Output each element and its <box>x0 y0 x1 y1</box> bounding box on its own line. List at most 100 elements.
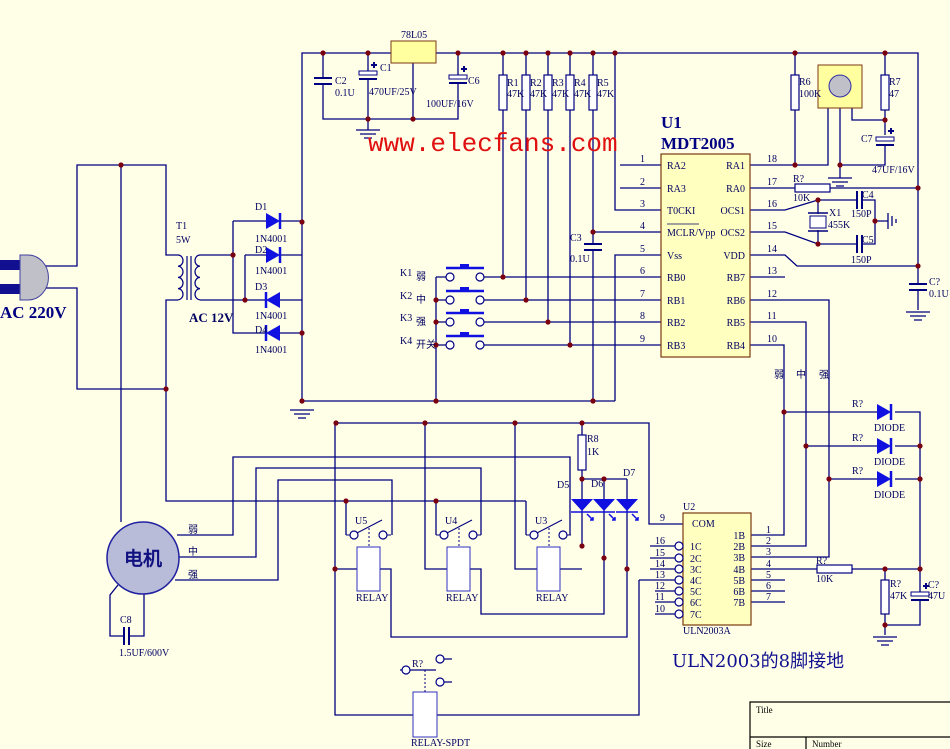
u1-pin-number: 2 <box>640 177 645 188</box>
junction-dot <box>882 117 888 123</box>
contact-icon <box>445 340 455 350</box>
u2-pin-name: 1C <box>690 542 702 553</box>
u1-pin-number: 11 <box>767 311 777 322</box>
junction-dot <box>410 116 416 122</box>
junction-dot <box>455 50 461 56</box>
d2-part: 1N4001 <box>255 266 287 277</box>
u1-part: MDT2005 <box>661 134 735 153</box>
relay-switch <box>356 519 383 534</box>
u1-pin-number: 1 <box>640 154 645 165</box>
button-label: 开关 <box>416 338 436 351</box>
u1-pin-number: 4 <box>640 221 645 232</box>
inverter-bubble <box>674 609 684 619</box>
resistor-timer <box>816 564 853 574</box>
button-label: 强 <box>416 316 426 328</box>
out-diode-2-part: DIODE <box>874 457 905 468</box>
u1-pin-number: 10 <box>767 334 777 345</box>
inverter-bubble <box>674 564 684 574</box>
output-diode-1-icon <box>877 404 893 420</box>
c1-value: 470UF/25V <box>369 87 418 98</box>
junction-dot <box>333 420 339 426</box>
resistor-r7 <box>880 74 890 111</box>
junction-dot <box>343 498 349 504</box>
junction-dot <box>545 50 551 56</box>
c8-ref: C8 <box>120 615 132 626</box>
capacitor-plate <box>359 62 377 80</box>
contact-icon <box>475 340 485 350</box>
capacitor-plate <box>876 128 894 146</box>
relay-contact <box>349 530 359 540</box>
junction-dot <box>365 116 371 122</box>
pullup-ref: R5 <box>597 78 609 89</box>
u2-pin-name: 6C <box>690 598 702 609</box>
junction-dot <box>915 185 921 191</box>
crystal-x1 <box>809 215 827 229</box>
resistor-r6 <box>790 74 800 111</box>
button-ref: K4 <box>400 336 412 347</box>
relay-contact <box>439 530 449 540</box>
u2-pin-name: 4B <box>733 565 745 576</box>
u1-pin-number: 18 <box>767 154 777 165</box>
c6-ref: C6 <box>468 76 480 87</box>
capacitor-c3 <box>584 243 602 251</box>
r-gnd-value: 47K <box>890 591 908 602</box>
junction-dot <box>422 420 428 426</box>
button-k1 <box>446 264 484 270</box>
u1-pin-number: 6 <box>640 266 645 277</box>
junction-dot <box>500 274 506 280</box>
inverter-bubble <box>674 541 684 551</box>
capacitor-timer <box>910 583 930 601</box>
junction-dot <box>815 241 821 247</box>
regulator-78l05 <box>390 40 437 64</box>
capacitor-plate <box>911 583 929 601</box>
pullup-value: 47K <box>552 89 570 100</box>
r7-ref: R7 <box>889 77 901 88</box>
capacitor-c7 <box>875 128 895 146</box>
diode-d2-icon <box>266 247 282 263</box>
pullup-value: 47K <box>597 89 615 100</box>
junction-dot <box>163 386 169 392</box>
button-k2 <box>446 287 484 293</box>
junction-dot <box>433 297 439 303</box>
motor-icon <box>106 521 180 595</box>
motor-tap-strong: 强 <box>188 569 198 581</box>
relay-u4 <box>436 519 481 592</box>
u1-pin-number: 3 <box>640 199 645 210</box>
junction-dot <box>567 50 573 56</box>
diode-triangle <box>266 213 280 229</box>
resistor-r1 <box>498 74 508 111</box>
u2-pin-number: 1 <box>766 525 771 536</box>
button-plunger <box>460 309 469 314</box>
out-diode-3-part: DIODE <box>874 490 905 501</box>
u2-part: ULN2003A <box>683 626 732 637</box>
c7-ref: C7 <box>861 134 873 145</box>
r6-value: 100K <box>799 89 822 100</box>
u2-pin-number: 5 <box>766 570 771 581</box>
u2-pin-number: 15 <box>655 548 665 559</box>
x1-ref: X1 <box>829 208 841 219</box>
junction-dot <box>523 50 529 56</box>
c8-value: 1.5UF/600V <box>119 648 170 659</box>
u2-com-name: COM <box>692 519 715 530</box>
diode-triangle <box>877 404 891 420</box>
ground-icon <box>290 409 314 419</box>
osc-r-ref: R? <box>793 174 805 185</box>
u1-pin-name: RB1 <box>667 296 685 307</box>
r8-ref: R8 <box>587 434 599 445</box>
capacitor-vdd <box>909 283 927 291</box>
ground-icon <box>887 213 897 229</box>
junction-dot <box>242 297 248 303</box>
u1-pin-name: RB2 <box>667 318 685 329</box>
c-timer-ref: C? <box>928 580 940 591</box>
junction-dot <box>579 420 585 426</box>
u1-ref: U1 <box>661 113 682 132</box>
diode-triangle <box>266 292 280 308</box>
r8-value: 1K <box>587 447 600 458</box>
diode-d3-icon <box>264 292 280 308</box>
motor-label: 电机 <box>124 547 162 570</box>
junction-dot <box>601 476 607 482</box>
junction-dot <box>915 263 921 269</box>
relay-contact <box>468 530 478 540</box>
u1-pin-name: T0CKI <box>667 206 695 217</box>
contact-icon <box>475 272 485 282</box>
